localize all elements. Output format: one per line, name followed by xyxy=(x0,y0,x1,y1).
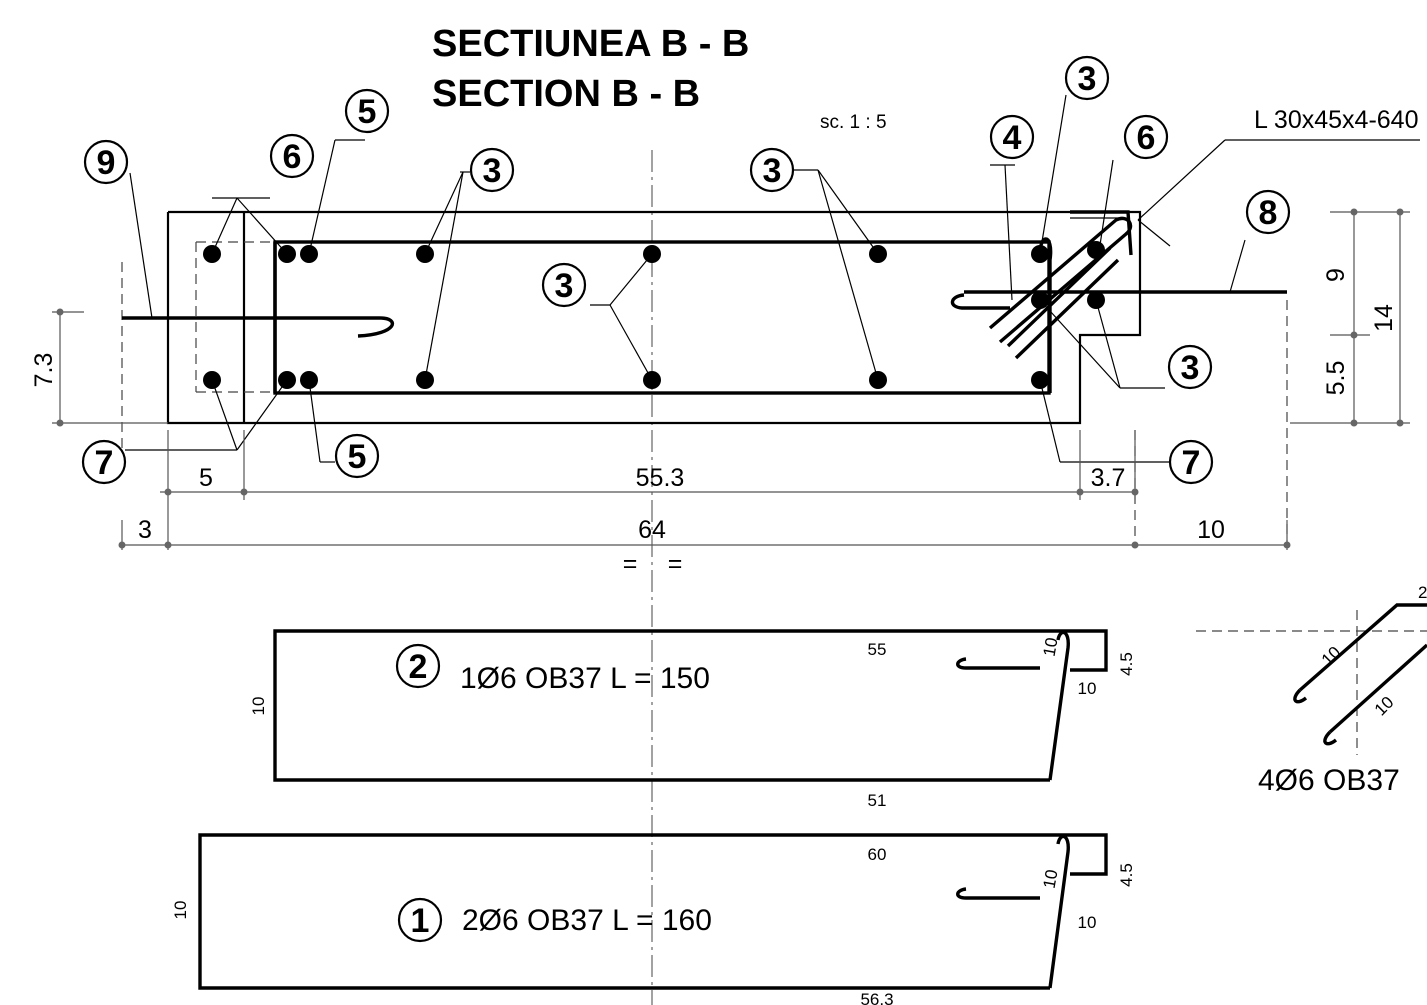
stirrup-detail: 2.5 10 10 4Ø6 OB37 xyxy=(1196,583,1427,797)
mark-7b: 7 xyxy=(1168,439,1214,485)
svg-text:3: 3 xyxy=(483,152,502,190)
svg-text:4.5: 4.5 xyxy=(1117,652,1136,676)
svg-text:5: 5 xyxy=(348,438,367,476)
svg-text:55: 55 xyxy=(868,640,887,659)
svg-text:10: 10 xyxy=(1197,516,1225,544)
svg-text:3.7: 3.7 xyxy=(1091,464,1126,492)
svg-text:7: 7 xyxy=(1182,444,1201,482)
svg-text:4: 4 xyxy=(1003,119,1022,157)
svg-text:3: 3 xyxy=(1181,349,1200,387)
svg-text:10: 10 xyxy=(1078,679,1097,698)
bar-1-mark: 1 xyxy=(411,902,430,940)
svg-text:4.5: 4.5 xyxy=(1117,863,1136,887)
mark-3a: 3 xyxy=(469,147,515,193)
svg-text:64: 64 xyxy=(638,516,666,544)
bar-2-spec: 1Ø6 OB37 L = 150 xyxy=(460,662,710,695)
svg-text:3: 3 xyxy=(555,267,574,305)
mark-4: 4 xyxy=(989,114,1035,160)
mark-6a: 6 xyxy=(269,133,315,179)
mark-3c: 3 xyxy=(749,147,795,193)
angle-profile-label: L 30x45x4-640 xyxy=(1254,106,1418,134)
mark-6b: 6 xyxy=(1123,114,1169,160)
svg-text:51: 51 xyxy=(868,791,887,810)
scale-note: sc. 1 : 5 xyxy=(820,112,887,133)
svg-text:7.3: 7.3 xyxy=(30,353,58,388)
svg-text:10: 10 xyxy=(249,697,268,716)
bar-1-shape: 60 56.3 10 10 4.5 10 1 2Ø6 OB37 L = 160 xyxy=(171,833,1136,1005)
stirrup-spec: 4Ø6 OB37 xyxy=(1258,764,1400,797)
mark-8: 8 xyxy=(1245,189,1291,235)
dim-left-height: 7.3 xyxy=(30,308,168,427)
mark-9: 9 xyxy=(83,139,129,185)
svg-text:60: 60 xyxy=(868,845,887,864)
dim-chain-top: 5 55.3 3.7 xyxy=(160,430,1139,500)
svg-text:9: 9 xyxy=(1322,268,1350,282)
svg-text:5: 5 xyxy=(199,464,213,492)
bar-8 xyxy=(950,290,1287,310)
svg-text:=: = xyxy=(623,550,638,578)
svg-text:8: 8 xyxy=(1259,194,1278,232)
svg-text:10: 10 xyxy=(1078,913,1097,932)
svg-text:2.5: 2.5 xyxy=(1418,583,1427,602)
main-stirrup xyxy=(273,240,1051,395)
mark-7a: 7 xyxy=(81,439,127,485)
dim-right-heights: 9 14 5.5 xyxy=(1290,208,1410,427)
svg-text:3: 3 xyxy=(763,152,782,190)
svg-text:14: 14 xyxy=(1370,304,1398,332)
svg-text:=: = xyxy=(668,550,683,578)
mark-3e: 3 xyxy=(1167,344,1213,390)
mark-3d: 3 xyxy=(1064,55,1110,101)
svg-text:6: 6 xyxy=(1137,119,1156,157)
svg-text:5.5: 5.5 xyxy=(1322,361,1350,396)
mark-3b: 3 xyxy=(541,262,587,308)
mark-5b: 5 xyxy=(334,433,380,479)
diagonal-bars-4 xyxy=(988,216,1133,393)
dim-chain-bottom: 3 64 10 = = xyxy=(118,500,1291,578)
svg-text:9: 9 xyxy=(97,144,116,182)
bar-2-shape: 55 51 10 10 4.5 10 2 1Ø6 OB37 L = 150 xyxy=(249,629,1136,810)
svg-text:10: 10 xyxy=(1371,693,1398,720)
svg-text:56.3: 56.3 xyxy=(860,990,893,1005)
title-romanian: SECTIUNEA B - B xyxy=(432,23,749,65)
svg-text:10: 10 xyxy=(171,901,190,920)
angle-l-profile xyxy=(1070,210,1133,256)
svg-text:5: 5 xyxy=(358,93,377,131)
bar-2-mark: 2 xyxy=(409,648,428,686)
bar-9 xyxy=(122,316,394,338)
leader-lines xyxy=(125,94,1420,463)
svg-text:3: 3 xyxy=(138,516,152,544)
svg-text:10: 10 xyxy=(1040,636,1062,658)
svg-text:6: 6 xyxy=(283,138,302,176)
rebar-dots xyxy=(203,241,1105,389)
svg-text:10: 10 xyxy=(1040,868,1062,890)
bar-1-spec: 2Ø6 OB37 L = 160 xyxy=(462,904,712,937)
mark-5a: 5 xyxy=(344,88,390,134)
title-english: SECTION B - B xyxy=(432,73,700,115)
svg-text:3: 3 xyxy=(1078,60,1097,98)
svg-text:55.3: 55.3 xyxy=(636,464,685,492)
svg-text:7: 7 xyxy=(95,444,114,482)
svg-text:10: 10 xyxy=(1318,643,1345,670)
